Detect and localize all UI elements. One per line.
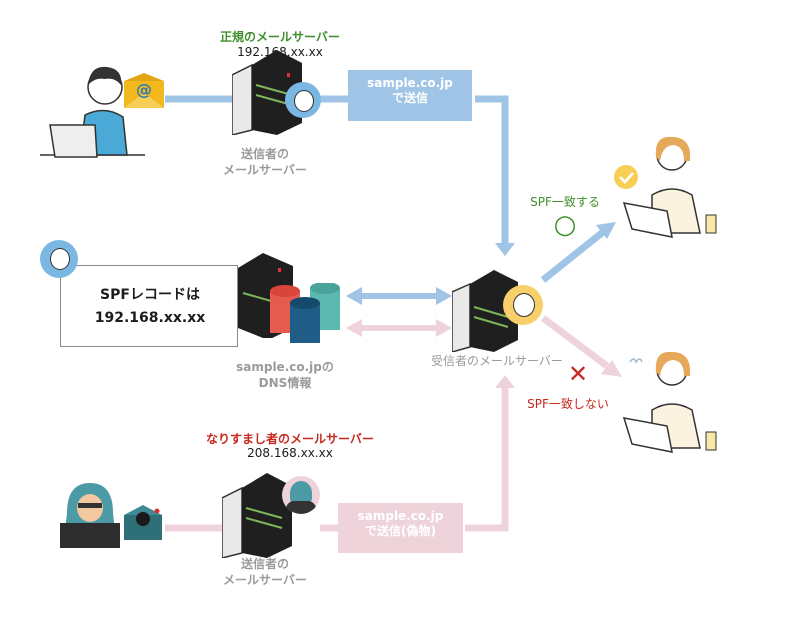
receiver-server-icon bbox=[452, 270, 518, 352]
svg-text:@: @ bbox=[136, 80, 152, 99]
database-icon bbox=[270, 283, 340, 343]
match-arrow bbox=[540, 229, 606, 283]
recipient-satisfied-icon bbox=[614, 136, 717, 238]
recipient-worried-icon bbox=[622, 351, 717, 453]
mismatch-cross-icon: ✕ bbox=[567, 360, 589, 388]
spf-record-line1: SPFレコードは bbox=[100, 287, 200, 303]
legit-sender-avatar bbox=[285, 82, 321, 118]
arrowhead-right-blue bbox=[436, 287, 452, 305]
legit-send-tag-line2: で送信 bbox=[391, 91, 428, 105]
spf-mismatch-label: SPF一致しない bbox=[527, 397, 609, 411]
spoofer-server-ip: 208.168.xx.xx bbox=[247, 446, 333, 460]
spoofer-server-caption-1: 送信者の bbox=[240, 557, 289, 571]
spf-record-line2: 192.168.xx.xx bbox=[94, 310, 206, 326]
match-arrowhead bbox=[596, 222, 616, 239]
legit-arrowhead-down bbox=[495, 243, 515, 256]
sender-person-icon bbox=[40, 66, 145, 158]
arrowhead-left-blue bbox=[346, 287, 362, 305]
spoofer-hacker-icon bbox=[60, 483, 120, 548]
spoofer-avatar bbox=[282, 476, 320, 514]
legit-line-3 bbox=[475, 95, 509, 243]
arrowhead-right-pink bbox=[436, 319, 452, 337]
spf-record-bubble: SPFレコードは 192.168.xx.xx bbox=[60, 265, 238, 347]
spoof-arrowhead-up bbox=[495, 375, 515, 388]
receiver-caption: 受信者のメールサーバー bbox=[431, 354, 563, 368]
spf-match-label: SPF一致する bbox=[530, 195, 600, 209]
spoof-line-3 bbox=[465, 388, 509, 532]
spoof-send-tag-line2: で送信(偽物) bbox=[365, 524, 436, 538]
legit-server-title: 正規のメールサーバー bbox=[220, 30, 340, 44]
match-circle-icon: ○ bbox=[553, 210, 577, 240]
dns-caption-2: DNS情報 bbox=[258, 376, 312, 390]
legit-server-icon bbox=[232, 50, 302, 135]
dns-caption-1: sample.co.jpの bbox=[236, 360, 334, 374]
receiver-avatar bbox=[503, 285, 543, 325]
legit-server-caption-1: 送信者の bbox=[240, 147, 289, 161]
legit-send-tag-line1: sample.co.jp bbox=[367, 76, 453, 90]
spoofer-server-title: なりすまし者のメールサーバー bbox=[206, 432, 374, 446]
dns-admin-avatar bbox=[40, 240, 78, 278]
spoofer-server-icon bbox=[222, 473, 292, 558]
arrowhead-left-pink bbox=[346, 319, 362, 337]
spoofer-server-caption-2: メールサーバー bbox=[223, 573, 307, 587]
legit-server-caption-2: メールサーバー bbox=[223, 163, 307, 177]
legit-server-ip: 192.168.xx.xx bbox=[237, 45, 323, 59]
mismatch-arrow bbox=[540, 315, 610, 369]
legit-send-tag: sample.co.jp で送信 bbox=[348, 70, 472, 121]
spoof-send-tag: sample.co.jp で送信(偽物) bbox=[338, 503, 463, 553]
spoof-send-tag-line1: sample.co.jp bbox=[357, 509, 444, 523]
malicious-envelope-icon bbox=[124, 505, 162, 540]
email-envelope-icon: @ bbox=[124, 73, 164, 108]
mismatch-arrowhead bbox=[601, 360, 622, 377]
